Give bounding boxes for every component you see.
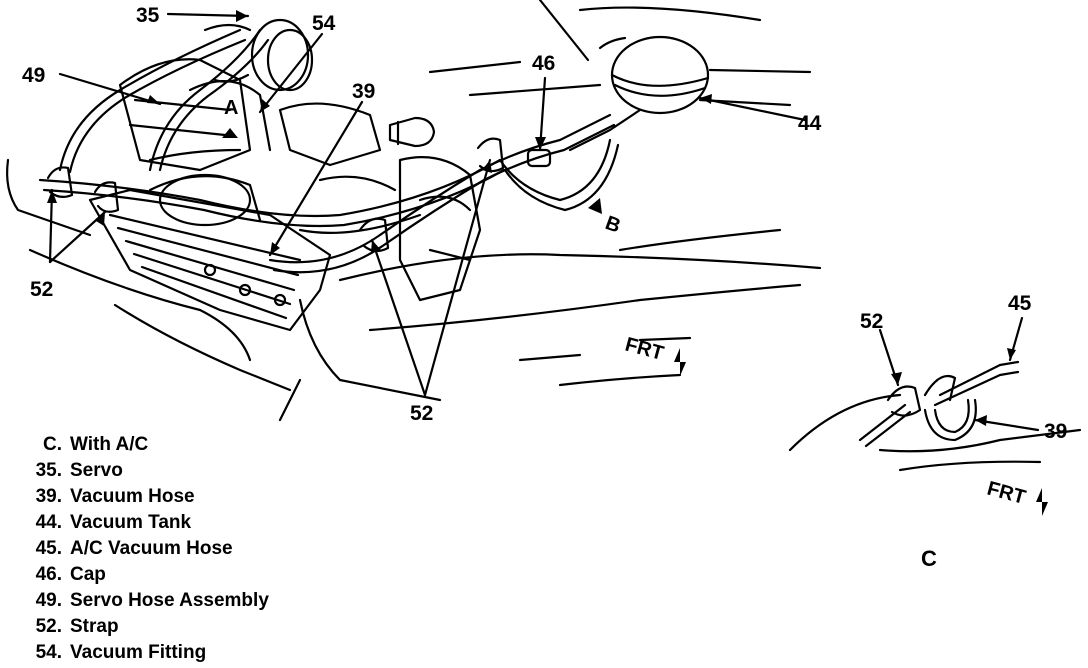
body-panel-lines [6, 0, 822, 422]
callout-52-left: 52 [30, 278, 53, 301]
legend-row: 44. Vacuum Tank [24, 510, 344, 536]
legend-number: 52. [35, 616, 62, 637]
callout-54: 54 [312, 12, 336, 35]
leader-lines [48, 12, 1040, 432]
legend-text: Vacuum Fitting [70, 642, 207, 663]
legend-text: With A/C [70, 434, 149, 455]
electrical-connector [388, 116, 436, 148]
arrowheads [47, 10, 1048, 516]
callout-39-detail: 39 [1044, 420, 1067, 443]
legend-row: C. With A/C [24, 432, 344, 458]
legend-row: 49. Servo Hose Assembly [24, 588, 344, 614]
legend-row: 54. Vacuum Fitting [24, 640, 344, 666]
legend-number: 49. [35, 590, 62, 611]
callout-52-detail: 52 [860, 310, 883, 333]
frt-label-detail: FRT [985, 478, 1028, 509]
legend-text: Servo Hose Assembly [70, 590, 269, 611]
callout-49: 49 [22, 64, 45, 87]
legend-number: 54. [35, 642, 62, 663]
callout-39: 39 [352, 80, 375, 103]
legend-number: 46. [35, 564, 62, 585]
legend-number: 35. [35, 460, 62, 481]
legend-row: 52. Strap [24, 614, 344, 640]
servo-hose-assembly [38, 28, 506, 228]
vacuum-tank [568, 35, 710, 152]
legend-text: Vacuum Hose [70, 486, 195, 507]
frt-arrow-detail [1036, 488, 1048, 516]
legend-text: A/C Vacuum Hose [70, 538, 233, 559]
view-b-arrow [588, 198, 602, 214]
view-b-label: B [602, 212, 623, 238]
view-a-arrow [222, 128, 238, 138]
legend-row: 46. Cap [24, 562, 344, 588]
callout-35: 35 [136, 4, 160, 27]
callout-45: 45 [1008, 292, 1032, 315]
legend-text: Strap [70, 616, 119, 637]
strap [46, 137, 505, 253]
callout-52-center: 52 [410, 402, 433, 425]
legend-row: 39. Vacuum Hose [24, 484, 344, 510]
view-a-label: A [224, 97, 238, 119]
legend-number: C. [43, 434, 62, 455]
servo [203, 18, 314, 92]
engine-block [88, 58, 482, 332]
detail-view-c [788, 360, 1082, 472]
frt-arrow-main [674, 348, 686, 376]
legend-text: Cap [70, 564, 106, 585]
legend: C. With A/C 35. Servo 39. Vacuum Hose 44. Vacuu… [24, 432, 344, 666]
legend-number: 39. [35, 486, 62, 507]
legend-text: Vacuum Tank [70, 512, 192, 533]
callout-44: 44 [798, 112, 822, 135]
legend-text: Servo [70, 460, 123, 481]
detail-view-label: C [921, 546, 937, 571]
legend-row: 45. A/C Vacuum Hose [24, 536, 344, 562]
legend-number: 44. [35, 512, 62, 533]
legend-number: 45. [35, 538, 62, 559]
callout-46: 46 [532, 52, 555, 75]
legend-row: 35. Servo [24, 458, 344, 484]
